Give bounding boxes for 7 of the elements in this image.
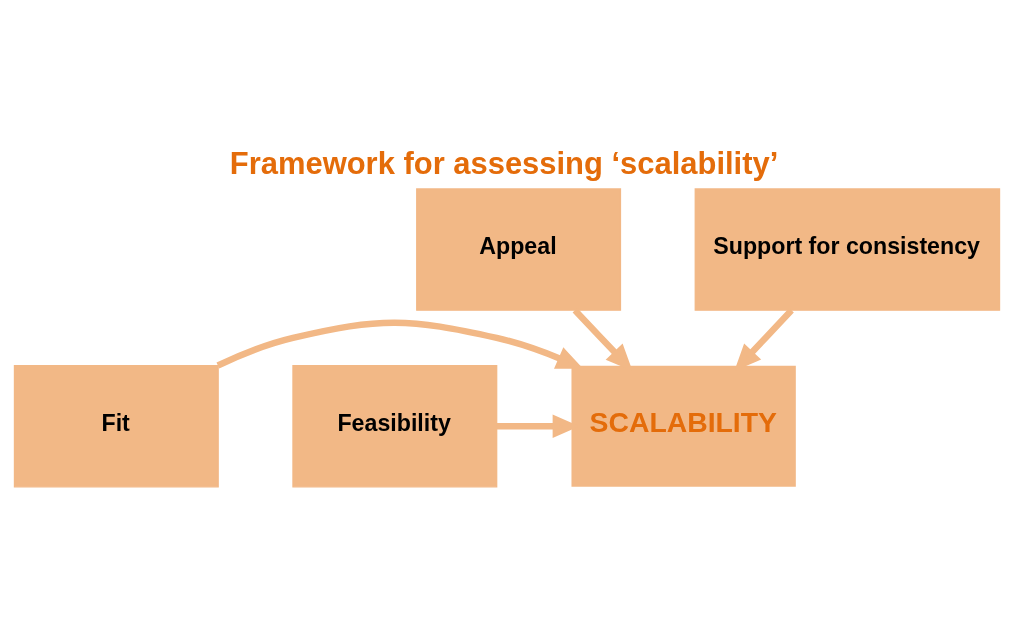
node-box: Fit bbox=[13, 364, 219, 487]
node-box: SCALABILITY bbox=[570, 365, 796, 487]
node-box: Support for consistency bbox=[694, 187, 1000, 311]
node-box: Feasibility bbox=[291, 364, 497, 487]
node-box: Appeal bbox=[415, 187, 621, 311]
diagram-title: Framework for assessing ‘scalability’ bbox=[229, 145, 778, 181]
arrow bbox=[216, 318, 583, 369]
